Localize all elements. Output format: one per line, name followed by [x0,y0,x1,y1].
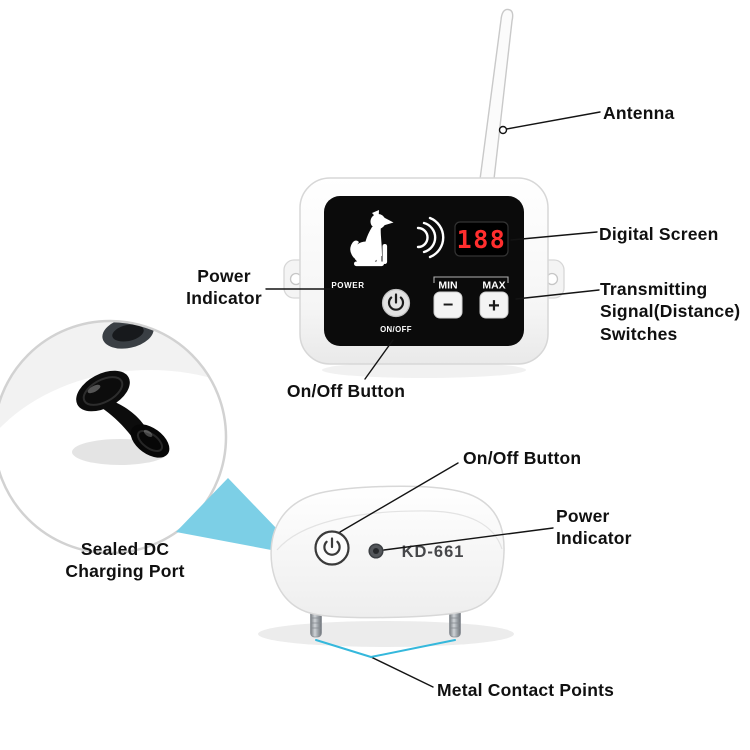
label-transmitting-switches: Transmitting Signal(Distance) Switches [600,279,741,344]
collar-model-label: KD-661 [402,543,465,561]
label-collar-power-indicator: Power Indicator [556,506,632,549]
callout-line-antenna [505,111,601,130]
label-onoff-button: On/Off Button [286,381,406,401]
callout-lines [265,111,601,688]
antenna [478,8,514,189]
label-digital-screen: Digital Screen [599,224,719,244]
callout-line-switches [515,289,600,300]
transmitter-device: 188 POWER ON/OFF MIN MAX − + [283,8,565,378]
minus-button: − [433,291,463,319]
callout-line-digital-screen [510,231,598,241]
label-metal-contact-points: Metal Contact Points [437,680,615,700]
collar-seam [276,510,503,551]
magnifier-wedge [176,478,303,556]
inset-circle-border [0,319,228,555]
contact-bracket-lines [315,639,456,658]
power-icon [323,537,341,556]
label-power-indicator: Power Indicator [186,266,262,309]
minus-icon: − [443,295,454,315]
collar-onoff-button [314,530,350,566]
collar-power-indicator [368,543,384,559]
collar-device: KD-661 [258,485,514,647]
onoff-label: ON/OFF [380,325,412,334]
max-label: MAX [482,280,505,292]
label-collar-onoff-button: On/Off Button [463,448,582,468]
label-antenna: Antenna [603,103,675,123]
callout-line-metal-contacts [370,656,434,688]
minmax-switches: MIN MAX − + [433,276,509,319]
antenna-marker-dot [498,125,508,135]
callout-line-onoff-top [364,339,394,380]
collar-shadow [258,621,514,647]
plus-icon: + [488,295,500,317]
power-indicator-label: POWER [331,281,364,290]
transmitter-shadow [322,362,526,378]
callout-line-onoff-collar [339,462,459,533]
plus-button: + [479,291,509,319]
collar-body [270,485,505,619]
callout-line-power-indicator-collar [383,527,554,551]
label-sealed-dc-port: Sealed DC Charging Port [65,539,185,582]
digital-display: 188 [454,221,509,257]
control-panel [324,196,524,346]
signal-waves-icon [416,216,445,259]
rubber-plug [76,370,170,458]
minmax-bracket [433,276,509,283]
dog-icon [350,210,394,267]
power-icon [387,293,405,311]
min-label: MIN [438,280,457,292]
onoff-button: ON/OFF [380,288,412,334]
charging-port-inset [0,319,228,555]
display-value: 188 [457,225,507,254]
